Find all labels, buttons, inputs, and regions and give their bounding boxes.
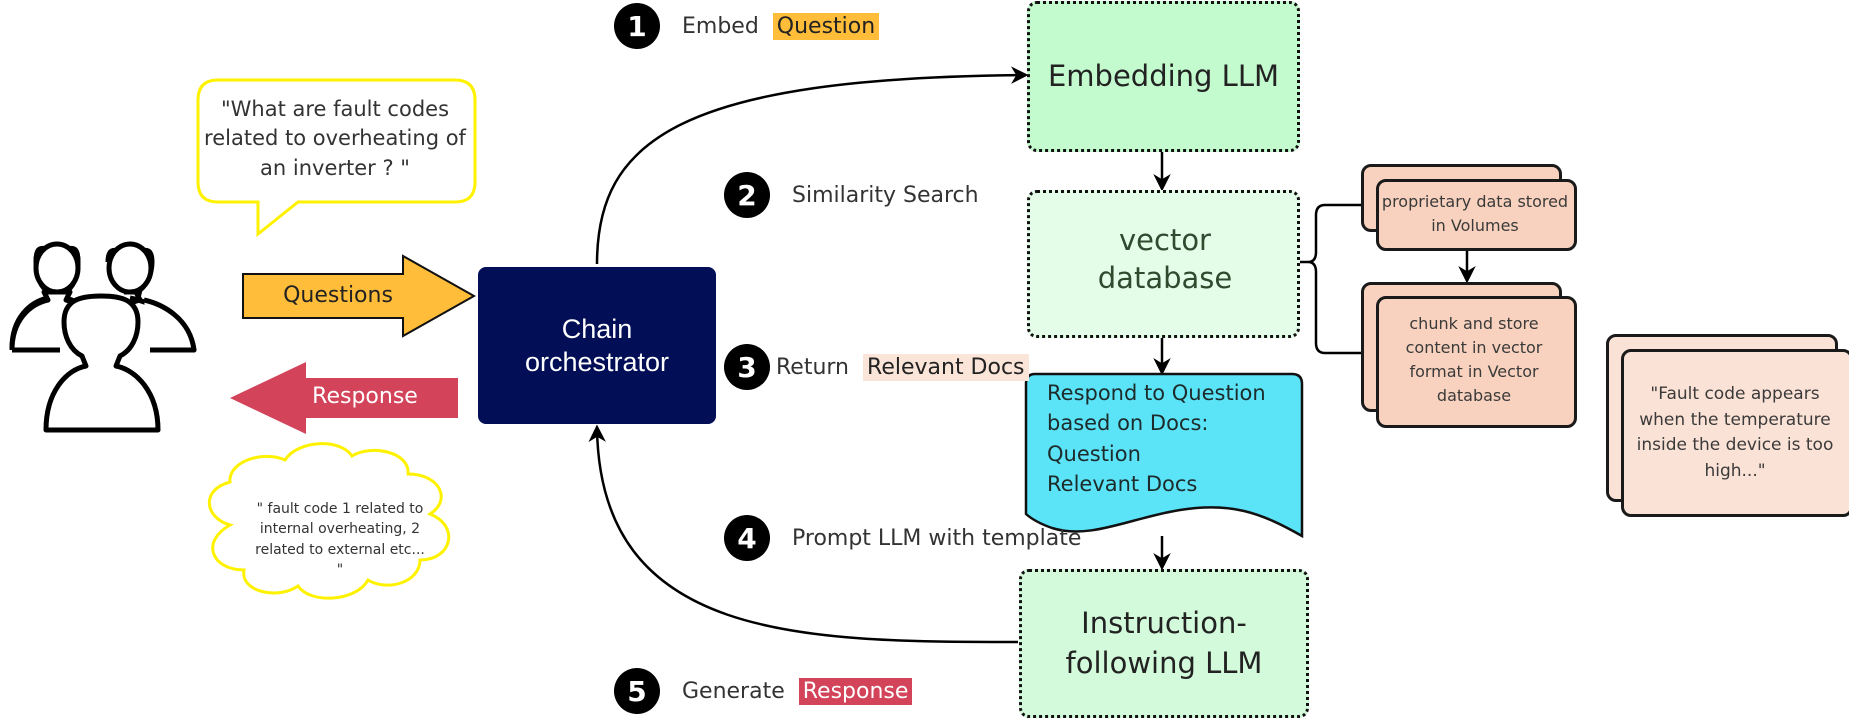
pipeline-bracket-connector [1307, 203, 1362, 355]
embedding-llm-label: Embedding LLM [1047, 58, 1280, 93]
questions-arrow-label: Questions [283, 283, 393, 308]
template-line: Question [1047, 441, 1141, 466]
question-speech-bubble [196, 78, 477, 238]
instruction-llm-line1: Instruction- [1081, 606, 1247, 641]
example-doc-card [1621, 349, 1849, 517]
step-text: Return [776, 354, 850, 380]
step-2-similarity-search: 2 Similarity Search [724, 172, 979, 218]
chunk-card [1376, 296, 1577, 428]
user-question-text: "What are fault codes related to overhea… [204, 97, 466, 180]
chain-orchestrator-node: Chain orchestrator [478, 267, 716, 424]
instruction-llm-line2: following LLM [1065, 645, 1263, 680]
instruction-following-llm-node: Instruction- following LLM [1019, 569, 1309, 718]
questions-arrow [242, 254, 477, 338]
step-text: Embed [682, 13, 759, 39]
generate-flow-arrow [588, 424, 1019, 644]
volumes-card-text: proprietary data stored in Volumes [1381, 192, 1569, 235]
step-number-badge: 2 [724, 172, 770, 218]
embedding-llm-node: Embedding LLM [1027, 1, 1300, 152]
generated-answer-text: " fault code 1 related to internal overh… [255, 501, 425, 578]
step-text: Similarity Search [792, 182, 979, 208]
volumes-card [1376, 179, 1577, 251]
step-5-generate-response: 5 Generate Response [614, 668, 913, 714]
step-number-badge: 1 [614, 3, 660, 49]
template-line: based on Docs: [1047, 411, 1209, 436]
step-3-return-docs: 3 Return Relevant Docs [724, 344, 1029, 390]
vector-database-label: vector database [1060, 222, 1270, 297]
step-number-badge: 3 [724, 344, 770, 390]
step-number-badge: 5 [614, 668, 660, 714]
example-doc-text: "Fault code appears when the temperature… [1636, 384, 1834, 481]
step-1-embed-question: 1 Embed Question [614, 3, 880, 49]
step-highlight: Question [772, 12, 880, 40]
step-highlight: Response [798, 677, 913, 705]
vector-db-line1: vector [1119, 223, 1211, 257]
step-text: Generate [682, 678, 785, 704]
step-4-prompt-llm: 4 Prompt LLM with template [724, 515, 1081, 561]
step-number-badge: 4 [724, 515, 770, 561]
prompt-template-document [1024, 372, 1304, 539]
vector-db-line2: database [1097, 260, 1233, 295]
answer-thought-cloud [207, 442, 451, 600]
users-group-icon [9, 241, 197, 433]
response-arrow [230, 362, 458, 434]
template-line: Respond to Question [1047, 381, 1266, 405]
template-line: Relevant Docs [1047, 472, 1198, 497]
orchestrator-label-line1: Chain [561, 314, 633, 345]
chunk-card-text: chunk and store content in vector format… [1405, 314, 1543, 405]
response-arrow-label: Response [312, 384, 418, 409]
prompt-template-text: Respond to Question based on Docs: Quest… [1047, 378, 1287, 500]
vector-database-node [1027, 190, 1300, 338]
orchestrator-label-line2: orchestrator [524, 346, 670, 377]
step-highlight: Relevant Docs [863, 353, 1029, 381]
step-text: Prompt LLM with template [792, 525, 1082, 551]
embed-flow-arrow [595, 66, 1029, 265]
